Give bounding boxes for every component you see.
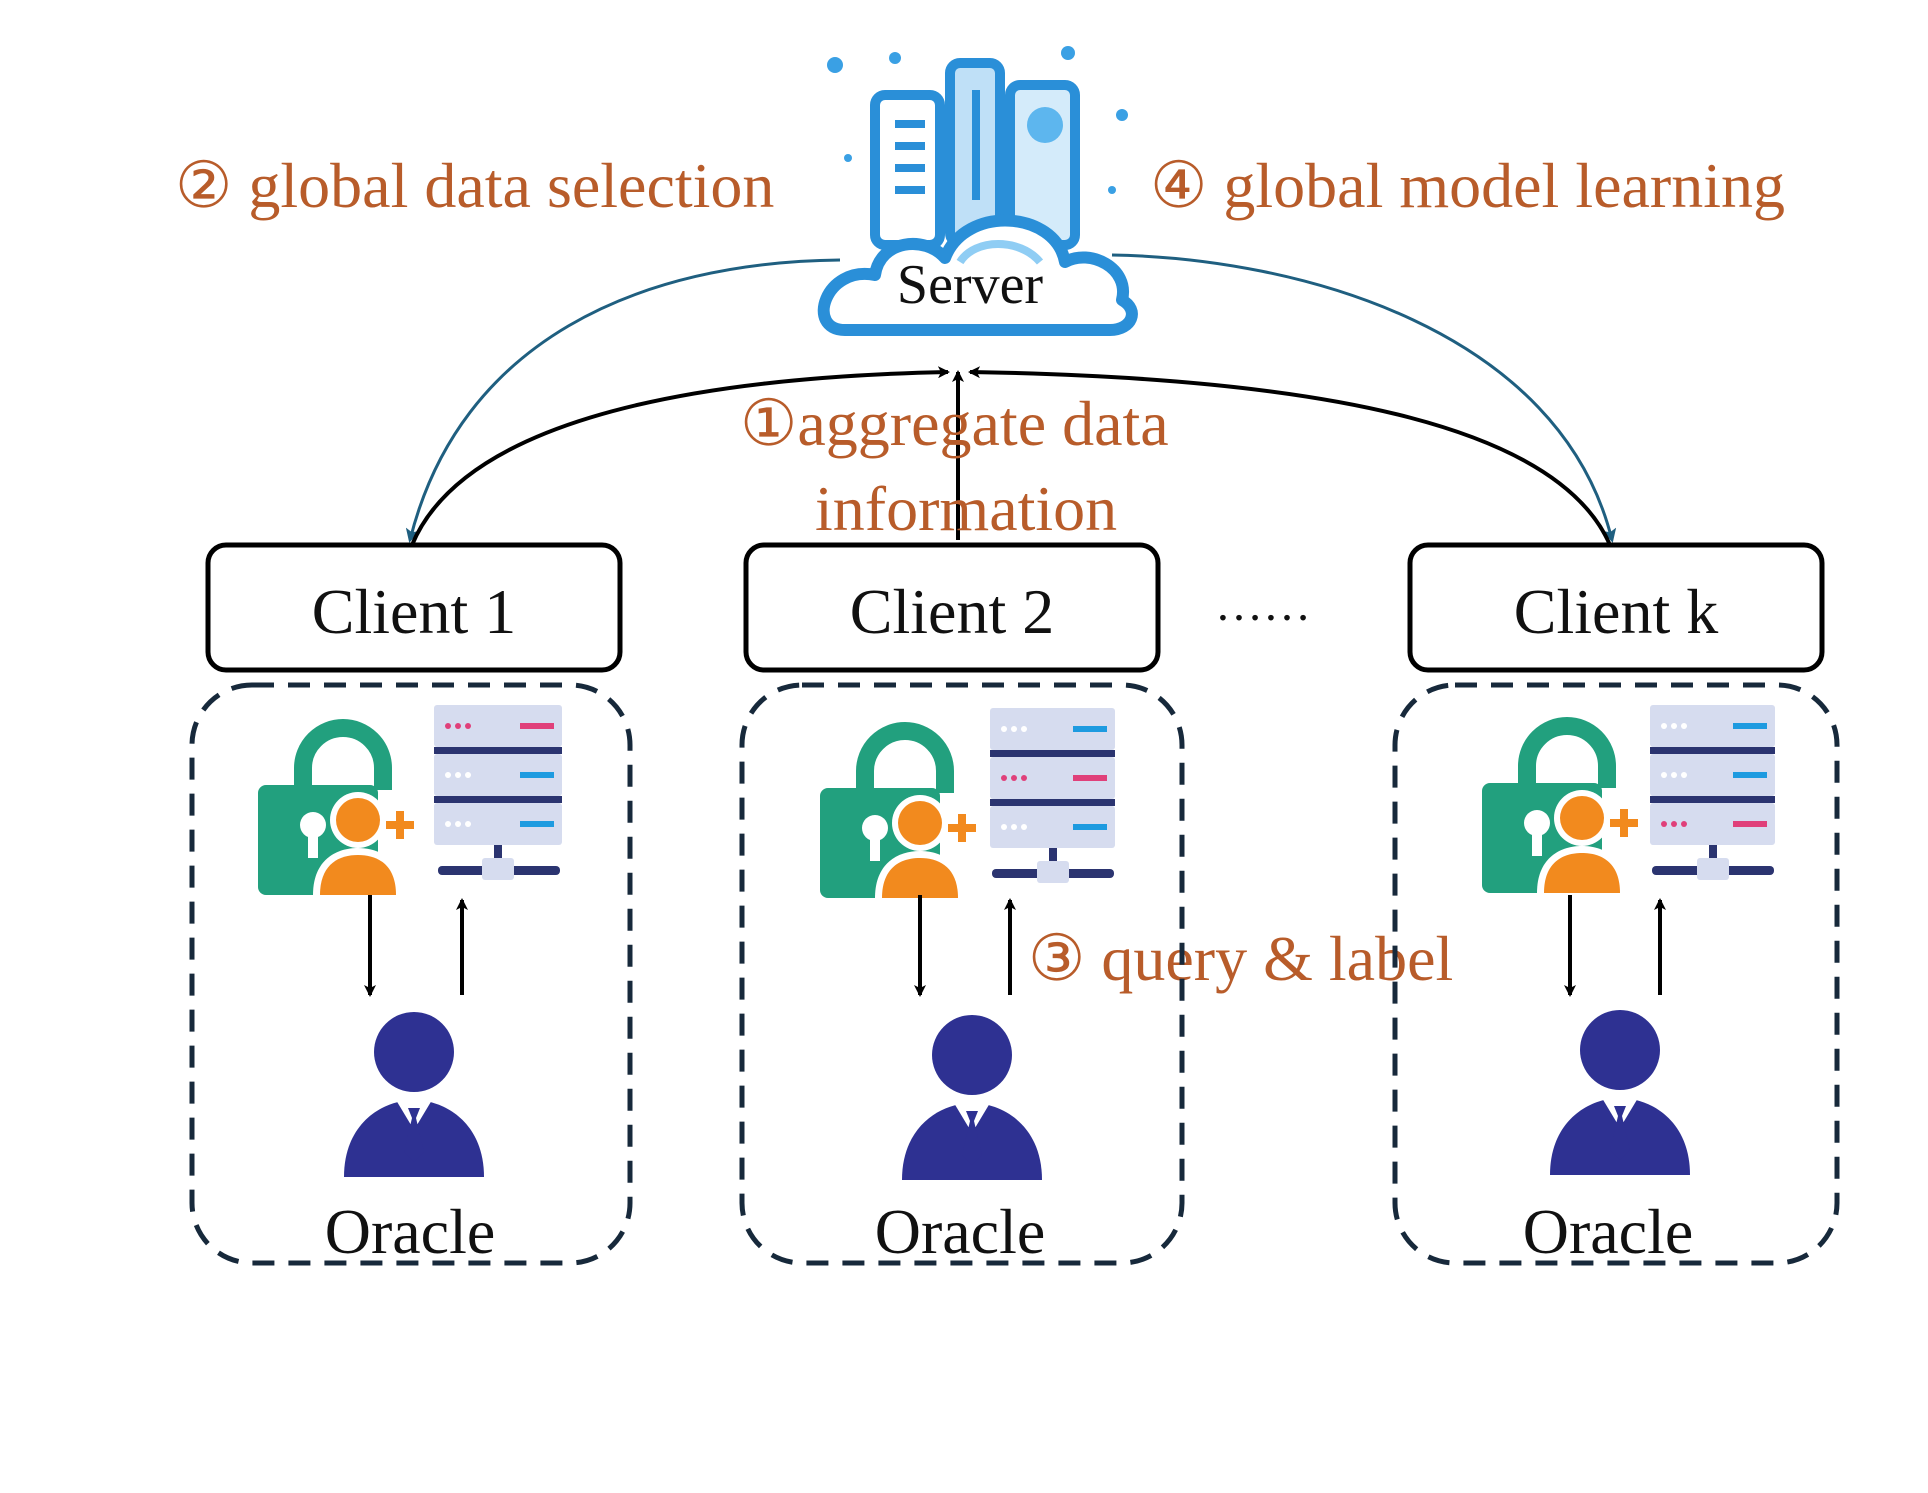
oracle-person-icon [902, 1015, 1042, 1180]
client-label: Client k [1514, 576, 1718, 647]
aggregate-arrow-client1 [410, 366, 950, 546]
lock-user-add-icon [1482, 726, 1638, 893]
global-selection-arrow [405, 258, 841, 543]
server-label: Server [897, 254, 1044, 316]
client-k: Client k [1407, 542, 1825, 673]
client2-local-panel: Oracle [739, 682, 1185, 1267]
step3-label: ③ query & label [1028, 923, 1453, 994]
oracle-label: Oracle [1523, 1196, 1694, 1267]
global-learning-arrow [1111, 253, 1617, 543]
lock-user-add-icon [258, 728, 414, 895]
client-2: Client 2 [743, 542, 1161, 673]
step1-label-line2: information [815, 473, 1117, 544]
oracle-person-icon [344, 1012, 484, 1177]
step4-label: ④ global model learning [1150, 150, 1785, 221]
step2-label: ② global data selection [175, 150, 774, 221]
cloud-server-icon [817, 46, 1138, 336]
oracle-label: Oracle [875, 1196, 1046, 1267]
oracle-label: Oracle [325, 1196, 496, 1267]
database-server-icon [434, 705, 562, 880]
database-server-icon [990, 708, 1115, 883]
client1-local-panel: Oracle [189, 682, 633, 1267]
clients-ellipsis: …… [1215, 578, 1311, 631]
client-1: Client 1 [205, 542, 623, 673]
lock-user-add-icon [820, 731, 976, 898]
client-label: Client 1 [312, 576, 516, 647]
step1-label-line1: ①aggregate data [740, 388, 1169, 459]
aggregate-arrow-clientk [968, 366, 1612, 546]
oracle-person-icon [1550, 1010, 1690, 1175]
database-server-icon [1650, 705, 1775, 880]
client-label: Client 2 [850, 576, 1054, 647]
clientk-local-panel: Oracle [1392, 682, 1840, 1267]
